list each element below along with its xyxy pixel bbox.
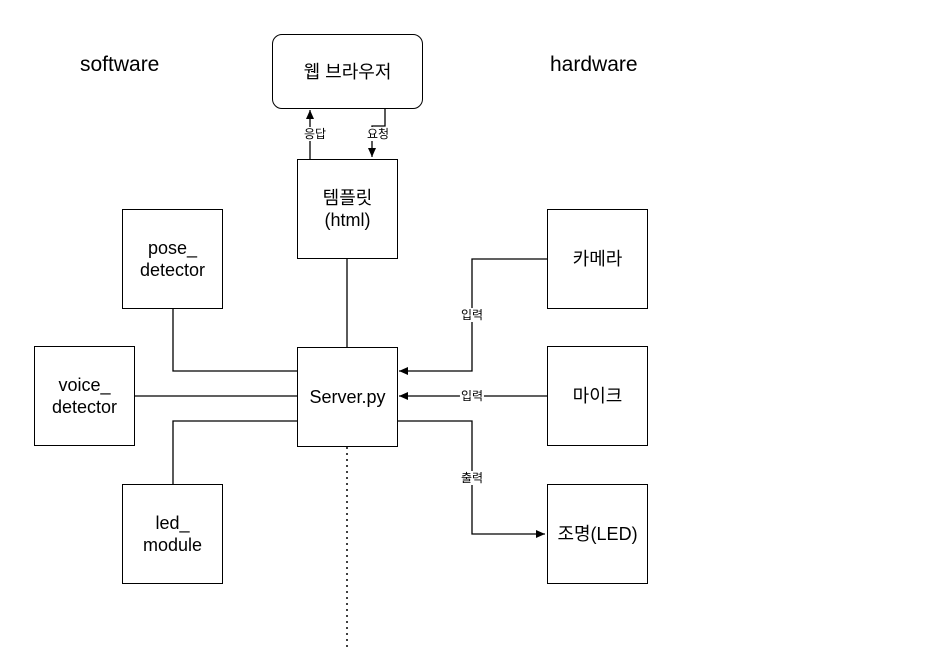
led-module-node: led_ module — [122, 484, 223, 584]
led-server-connector — [172, 420, 297, 484]
server-node: Server.py — [297, 347, 398, 447]
response-label: 응답 — [302, 127, 328, 141]
mic-input-label: 입력 — [459, 389, 485, 403]
output-label: 출력 — [459, 471, 485, 485]
software-heading: software — [80, 53, 160, 76]
camera-input-label: 입력 — [459, 308, 485, 322]
template-node: 템플릿 (html) — [297, 159, 398, 259]
request-connector — [368, 108, 386, 157]
voice-detector-node: voice_ detector — [34, 346, 135, 446]
mic-node: 마이크 — [547, 346, 648, 446]
pose-detector-node: pose_ detector — [122, 209, 223, 309]
lighting-node: 조명(LED) — [547, 484, 648, 584]
request-label: 요청 — [365, 127, 391, 141]
web-browser-node: 웹 브라우저 — [272, 34, 423, 109]
camera-node: 카메라 — [547, 209, 648, 309]
pose-server-connector — [172, 308, 297, 372]
hardware-heading: hardware — [550, 53, 638, 76]
